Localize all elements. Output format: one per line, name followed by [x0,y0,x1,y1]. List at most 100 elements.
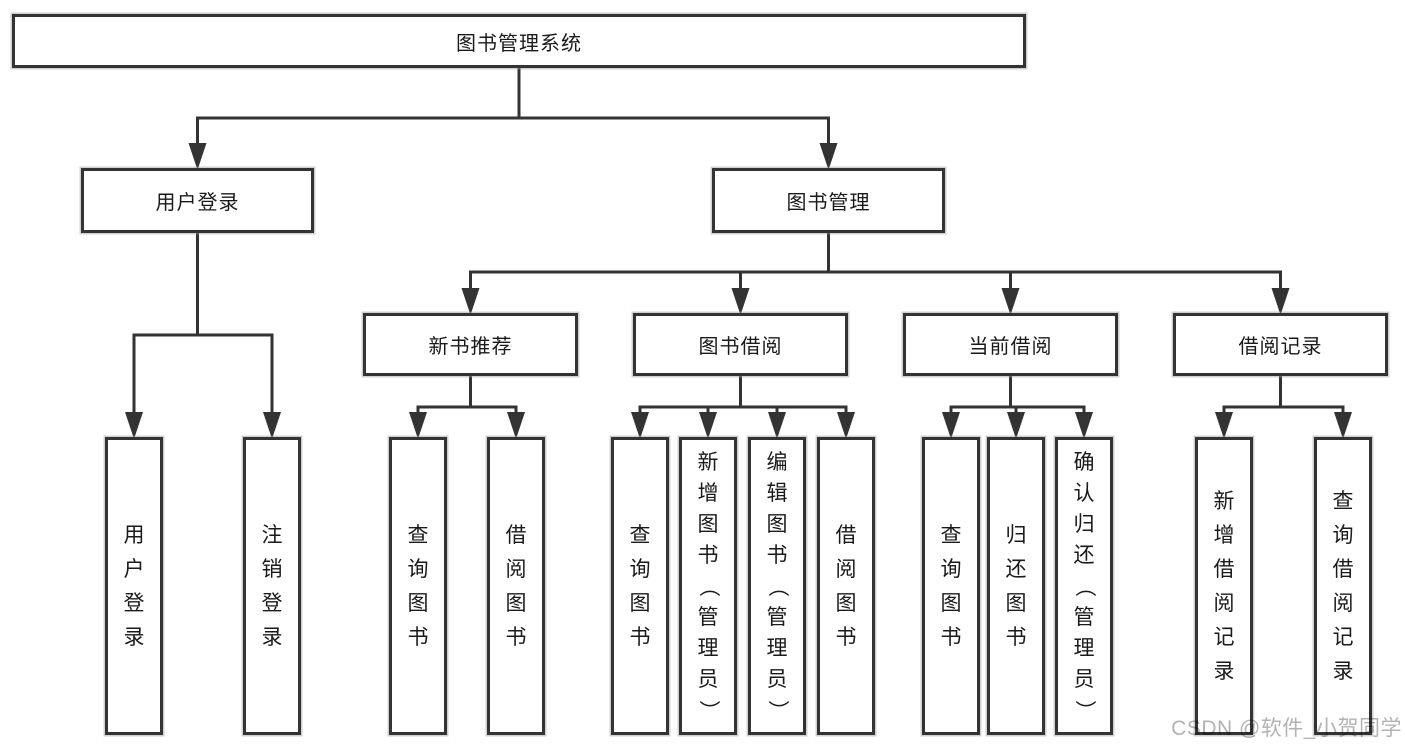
arrowhead-to-leaf-add-borrow-record [1215,412,1233,439]
node-label-char: 图 [1005,591,1027,615]
node-leaf-user-login: 用户登录 [105,437,163,735]
node-label-char: 员 [766,667,788,691]
node-label-char: 图 [629,591,651,615]
node-label-char: ） [765,699,789,721]
node-label-char: 登 [123,591,145,615]
node-label-char: 增 [697,481,719,505]
node-root: 图书管理系统 [12,14,1026,68]
arrowhead-to-leaf-user-login [125,412,143,439]
node-new-book-rec: 新书推荐 [363,313,578,376]
node-label-char: 记 [1332,625,1354,649]
node-label-char: 阅 [1332,591,1354,615]
node-label-char: 理 [697,636,719,660]
node-label-char: 辑 [766,481,788,505]
node-label-char: 员 [697,667,719,691]
node-label: 新书推荐 [428,336,513,358]
node-label-char: 还 [1005,557,1027,581]
node-label-char: 销 [261,557,283,581]
node-label-char: 书 [835,625,857,649]
node-label-char: 图 [407,591,429,615]
node-label-char: 确 [1073,450,1095,474]
node-leaf-confirm-return: 确认归还（管理员） [1055,437,1113,735]
node-label-char: 记 [1213,625,1235,649]
connector-lines [949,374,1086,420]
connector-book-mgmt [461,231,1290,315]
node-label-char: 图 [835,591,857,615]
node-label-char: 阅 [505,557,527,581]
node-label-char: ） [696,699,720,721]
connector-current-borrow [942,374,1093,439]
node-leaf-add-borrow-record: 新增借阅记录 [1195,437,1253,735]
node-label-char: 登 [261,591,283,615]
node-label-char: 增 [1213,523,1235,547]
connector-lines [196,66,830,151]
node-borrow-records: 借阅记录 [1173,313,1388,376]
csdn-watermark: CSDN @软件_小贺同学 [1171,717,1402,740]
node-label-char: （ [765,575,789,597]
node-label-char: ） [1072,699,1096,721]
node-label-char: 图 [766,512,788,536]
arrowhead-to-leaf-logout [263,412,281,439]
node-user-login: 用户登录 [81,168,314,233]
node-label-char: 书 [1005,625,1027,649]
arrowhead-to-leaf-borrow-books-1 [507,412,525,439]
node-leaf-query-borrow-record: 查询借阅记录 [1314,437,1372,735]
node-label-char: 询 [629,557,651,581]
node-label-char: 认 [1073,481,1095,505]
node-label-char: 书 [766,543,788,567]
node-label: 借阅记录 [1238,336,1323,358]
connector-user-login [125,231,281,439]
arrowhead-to-borrow-records [1271,288,1290,315]
node-label-char: 管 [766,605,788,629]
node-label-char: 图 [697,512,719,536]
connector-lines [469,231,1282,296]
node-label-char: 阅 [835,557,857,581]
arrowhead-to-book-borrow [731,288,750,315]
node-label: 图书管理 [786,192,871,214]
node-label-char: 阅 [1213,591,1235,615]
node-label-char: 理 [766,636,788,660]
node-leaf-logout: 注销登录 [243,437,301,735]
node-label-char: 编 [766,450,788,474]
node-label: 图书管理系统 [456,32,582,55]
node-label-char: 询 [407,557,429,581]
node-label-char: 用 [123,523,145,547]
node-leaf-edit-books: 编辑图书 （ 管理员 ） [748,437,806,735]
node-book-borrow: 图书借阅 [633,313,848,376]
arrowhead-to-leaf-query-books-2 [631,412,649,439]
connector-lines [1222,374,1345,420]
node-label-char: 借 [1213,557,1235,581]
node-label-char: 图 [940,591,962,615]
node-leaf-add-books: 新增图书（管理员） [679,437,737,735]
node-label-char: （ [696,575,720,597]
node-leaf-query-books-1: 查询图书 [389,437,447,735]
node-leaf-borrow-books-1: 借阅图书 [487,437,545,735]
connector-root [188,66,838,170]
node-label-char: 员 [1073,667,1095,691]
connector-lines [132,231,274,420]
node-label-char: 查 [629,523,651,547]
node-label-char: 管 [1073,605,1095,629]
arrowhead-to-leaf-query-books-3 [942,412,960,439]
node-label-char: 注 [261,523,283,547]
node-label-char: 理 [1073,636,1095,660]
arrowhead-to-new-book-rec [461,288,480,315]
node-label: 当前借阅 [968,336,1053,358]
arrowhead-to-leaf-query-borrow-record [1334,412,1352,439]
node-label-char: 还 [1073,543,1095,567]
node-label-char: 书 [697,543,719,567]
node-label-char: 查 [407,523,429,547]
arrowhead-to-leaf-borrow-books-2 [837,412,855,439]
node-label-char: 图 [505,591,527,615]
node-label-char: 书 [505,625,527,649]
arrowhead-to-book-mgmt [819,143,838,170]
node-label-char: 户 [123,557,145,581]
node-label-char: 录 [123,625,145,649]
node-leaf-borrow-books-2: 借阅图书 [817,437,875,735]
connector-borrow-records [1215,374,1352,439]
arrowhead-to-leaf-query-books-1 [409,412,427,439]
arrowhead-to-current-borrow [1001,288,1020,315]
node-label-char: 询 [1332,523,1354,547]
